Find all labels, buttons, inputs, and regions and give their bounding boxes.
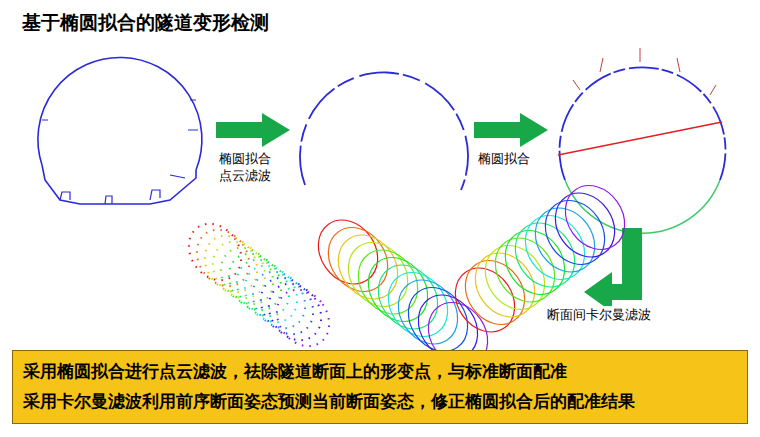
summary-line: 采用卡尔曼滤波利用前序断面姿态预测当前断面姿态，修正椭圆拟合后的配准结果 (23, 387, 737, 417)
raw-section (38, 57, 202, 204)
arrow-label: 断面间卡尔曼滤波 (546, 306, 698, 323)
arrow-label: 椭圆拟合 (477, 150, 549, 167)
summary-line: 采用椭圆拟合进行点云滤波，祛除隧道断面上的形变点，与标准断面配准 (23, 357, 737, 387)
section-sequence (178, 174, 637, 378)
arrow-label: 椭圆拟合 点云滤波 (218, 150, 282, 184)
title: 基于椭圆拟合的隧道变形检测 (22, 10, 269, 36)
fitted-section (558, 48, 726, 233)
filtered-section (300, 72, 468, 190)
summary-box: 采用椭圆拟合进行点云滤波，祛除隧道断面上的形变点，与标准断面配准采用卡尔曼滤波利… (12, 350, 748, 424)
